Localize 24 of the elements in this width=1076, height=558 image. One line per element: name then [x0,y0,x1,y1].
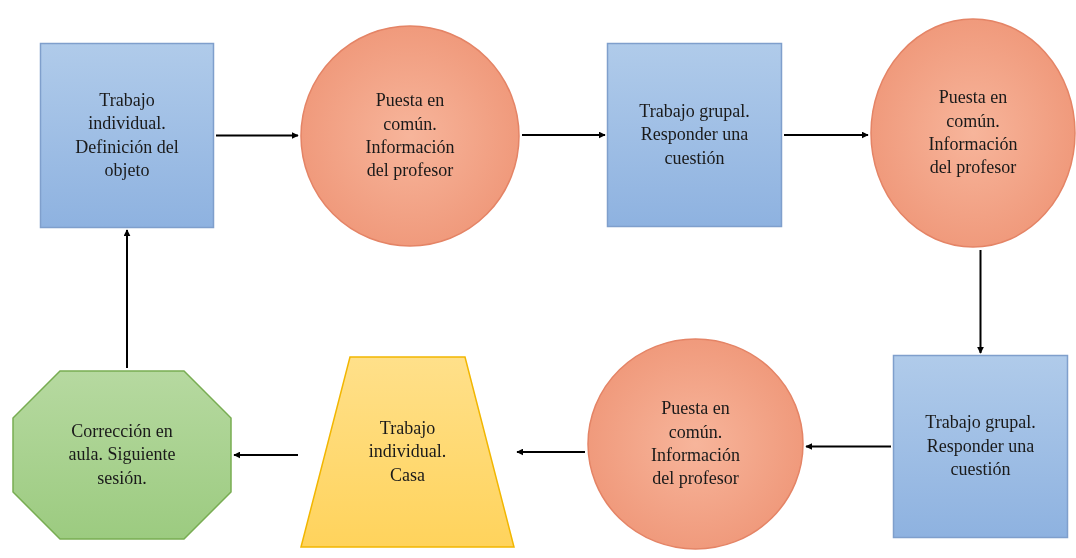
node-label: Trabajo individual. Casa [367,416,448,487]
node-label: Puesta en común. Información del profesor [364,89,456,183]
trapezoid-shape [300,356,515,548]
process-box [893,355,1068,538]
arrow [805,443,892,450]
node-label: Corrección en aula. Siguiente sesión. [67,419,177,490]
node-label: Puesta en común. Información del profesor [927,86,1019,180]
node-label: Trabajo grupal. Responder una cuestión [924,411,1037,482]
process-box [40,43,214,228]
arrow [215,132,299,139]
octagon-shape [12,370,232,540]
arrow [521,131,606,139]
process-circle [870,18,1076,248]
node-label: Puesta en común. Información del profesor [650,397,741,491]
node-label: Trabajo grupal. Responder una cuestión [638,99,751,170]
arrow [123,229,131,369]
node-label: Trabajo individual. Definición del objeto [74,88,180,182]
process-box [607,43,782,227]
arrow [233,451,299,459]
arrow [516,448,586,456]
process-circle [300,25,520,247]
process-circle [587,338,804,550]
arrow [977,249,984,354]
arrow [783,131,869,139]
